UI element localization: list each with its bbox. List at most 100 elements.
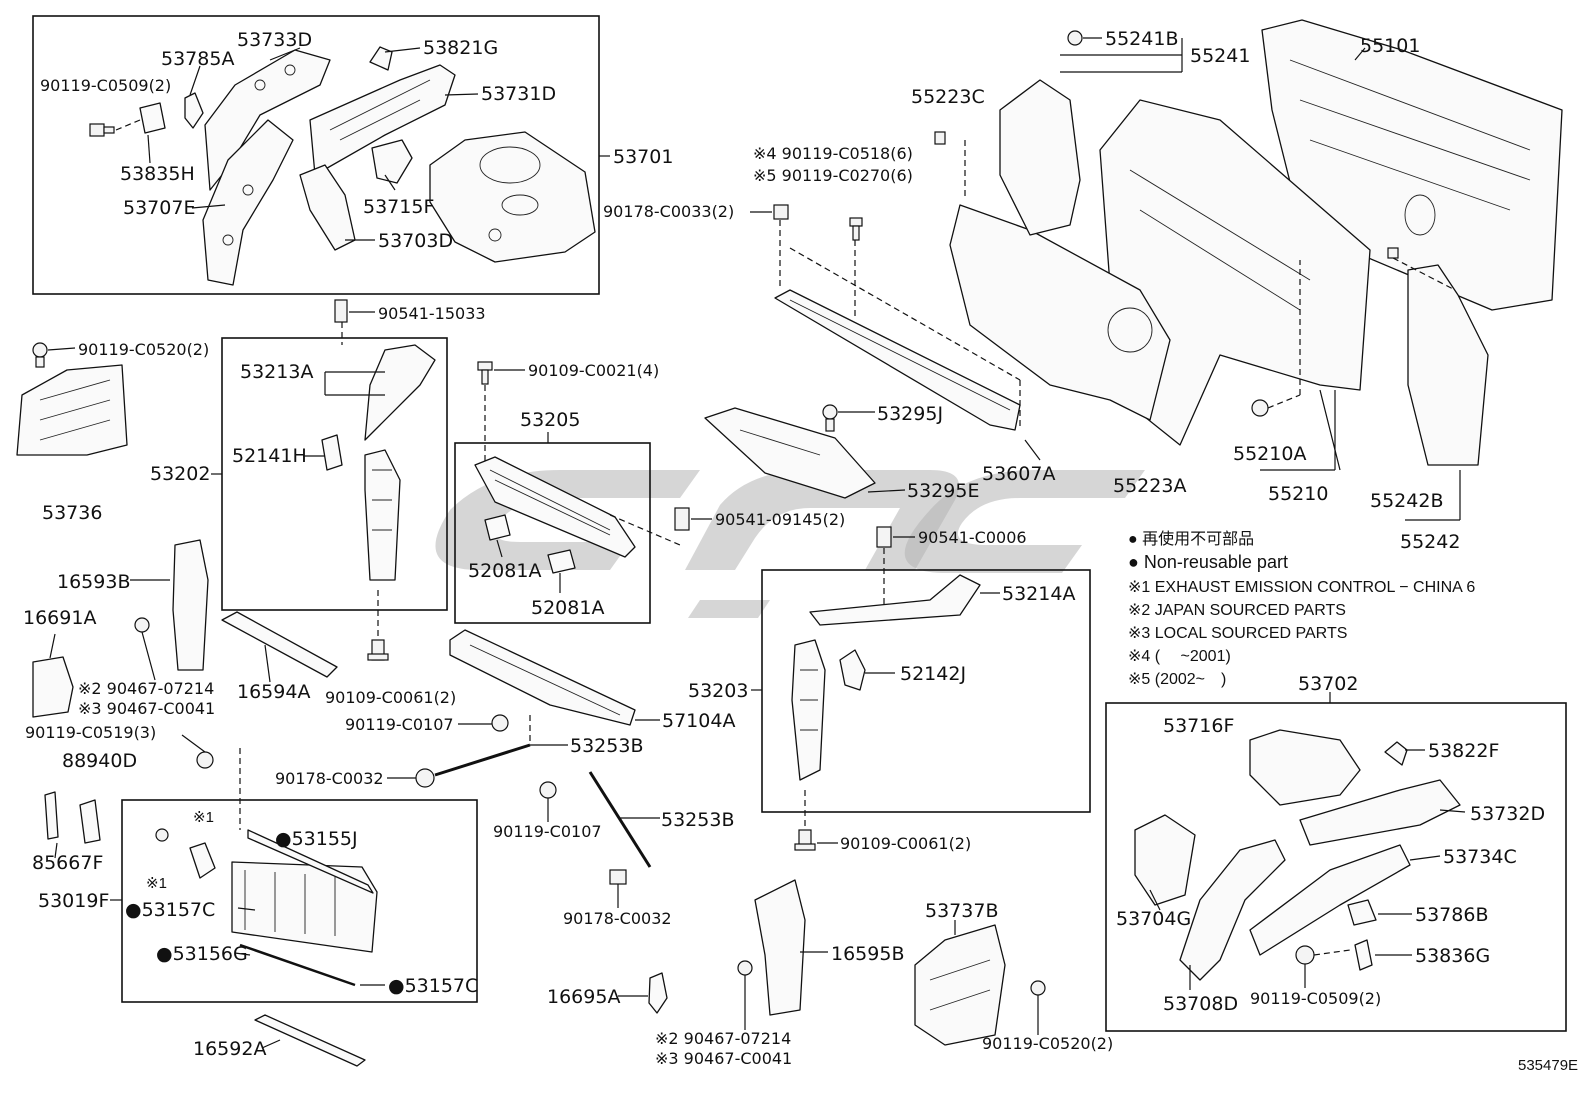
part-53202-pillar[interactable] [364, 449, 401, 581]
bolt-90119-C0107-2[interactable] [539, 781, 557, 799]
label-53702[interactable]: 53702 [1298, 673, 1358, 695]
part-55241[interactable] [999, 79, 1081, 236]
part-53732D[interactable] [1299, 779, 1461, 846]
part-53734C[interactable] [1249, 844, 1411, 956]
label-55242[interactable]: 55242 [1400, 531, 1460, 553]
label-53704G[interactable]: 53704G [1116, 908, 1191, 930]
part-16691A[interactable] [32, 656, 74, 718]
part-16593B[interactable] [172, 539, 209, 671]
bolt-53295J[interactable] [822, 404, 838, 432]
label-90109-C0021[interactable]: 90109-C0021(4) [528, 361, 659, 380]
part-53835H[interactable] [139, 102, 166, 134]
label-53205[interactable]: 53205 [520, 409, 580, 431]
part-53716F[interactable] [1249, 729, 1361, 806]
label-53716F[interactable]: 53716F [1163, 715, 1234, 737]
part-16595B[interactable] [754, 879, 806, 1016]
label-90467-C0041-left[interactable]: ※3 90467-C0041 [78, 699, 215, 718]
label-53213A[interactable]: 53213A [240, 361, 313, 383]
label-55241B[interactable]: 55241B [1105, 28, 1178, 50]
label-53785A[interactable]: 53785A [161, 48, 234, 70]
label-53786B[interactable]: 53786B [1415, 904, 1488, 926]
part-53253B-rod-2[interactable] [588, 771, 652, 868]
label-52141H[interactable]: 52141H [232, 445, 307, 467]
label-16595B[interactable]: 16595B [831, 943, 904, 965]
label-90178-C0032-1[interactable]: 90178-C0032 [275, 769, 384, 788]
label-52081A-2[interactable]: 52081A [531, 597, 604, 619]
label-88940D[interactable]: 88940D [62, 750, 137, 772]
label-53157C-2[interactable]: ●53157C [388, 975, 478, 997]
label-53715F[interactable]: 53715F [363, 196, 434, 218]
label-53202[interactable]: 53202 [150, 463, 210, 485]
label-90541-09145[interactable]: 90541-09145(2) [715, 510, 845, 529]
label-53703D[interactable]: 53703D [378, 230, 453, 252]
part-53214A[interactable] [809, 574, 981, 626]
part-16594A[interactable] [221, 611, 338, 678]
label-53822F[interactable]: 53822F [1428, 740, 1499, 762]
bolt-90541-C0006[interactable] [876, 526, 892, 548]
part-53822F[interactable] [1384, 741, 1408, 766]
part-52142J[interactable] [839, 649, 866, 691]
part-53707E[interactable] [202, 119, 294, 286]
bolt-note1[interactable] [155, 828, 169, 842]
part-88940D[interactable] [79, 799, 101, 844]
label-55210[interactable]: 55210 [1268, 483, 1328, 505]
bolt-90178-C0032-1[interactable] [415, 768, 435, 788]
part-53607A[interactable] [774, 289, 1021, 431]
part-52081A-2[interactable] [547, 549, 576, 574]
bolt-90119-C0520-left[interactable] [32, 342, 48, 368]
label-16593B[interactable]: 16593B [57, 571, 130, 593]
label-53295E[interactable]: 53295E [907, 480, 979, 502]
part-55223B[interactable] [949, 204, 1171, 421]
bolt-90178-C0032-2[interactable] [609, 869, 627, 885]
label-90467-07214-bot[interactable]: ※2 90467-07214 [655, 1029, 791, 1048]
label-55101[interactable]: 55101 [1360, 35, 1420, 57]
label-52142J[interactable]: 52142J [900, 663, 966, 685]
label-55241[interactable]: 55241 [1190, 45, 1250, 67]
label-53736[interactable]: 53736 [42, 502, 102, 524]
label-90467-07214-left[interactable]: ※2 90467-07214 [78, 679, 214, 698]
label-53157C-1[interactable]: ●53157C [125, 899, 215, 921]
label-90178-C0033[interactable]: 90178-C0033(2) [603, 202, 734, 221]
label-57104A[interactable]: 57104A [662, 710, 735, 732]
bolt-90467-07214-left[interactable] [134, 617, 150, 633]
bolt-90109-C0061-left[interactable] [367, 639, 389, 661]
label-90109-C0061-right[interactable]: 90109-C0061(2) [840, 834, 971, 853]
label-55223A[interactable]: 55223A [1113, 475, 1186, 497]
part-53155J[interactable] [247, 829, 374, 894]
part-16695A[interactable] [648, 972, 668, 1014]
bolt-90467-07214-bot[interactable] [737, 960, 753, 976]
label-90119-C0107-1[interactable]: 90119-C0107 [345, 715, 454, 734]
bolt-55210A[interactable] [1251, 399, 1269, 417]
label-55223C[interactable]: 55223C [911, 86, 985, 108]
part-53708D[interactable] [1179, 839, 1286, 981]
label-90119-C0270[interactable]: ※5 90119-C0270(6) [753, 166, 913, 185]
part-53786B[interactable] [1347, 899, 1377, 926]
label-53732D[interactable]: 53732D [1470, 803, 1545, 825]
part-55242[interactable] [1407, 264, 1489, 466]
part-53733D[interactable] [204, 49, 331, 191]
label-90119-C0107-2[interactable]: 90119-C0107 [493, 822, 602, 841]
part-53156G[interactable] [239, 943, 356, 987]
bolt-55223C[interactable] [934, 131, 946, 145]
label-16695A[interactable]: 16695A [547, 986, 620, 1008]
label-90541-15033[interactable]: 90541-15033 [378, 304, 486, 323]
label-90119-C0509-top[interactable]: 90119-C0509(2) [40, 76, 171, 95]
part-53736[interactable] [16, 364, 128, 456]
label-90119-C0520-left[interactable]: 90119-C0520(2) [78, 340, 209, 359]
label-53836G[interactable]: 53836G [1415, 945, 1490, 967]
part-apron-53701[interactable] [429, 131, 596, 263]
label-16592A[interactable]: 16592A [193, 1038, 266, 1060]
part-53737B[interactable] [914, 924, 1006, 1046]
part-53715F[interactable] [371, 139, 413, 184]
part-53785A[interactable] [184, 92, 204, 129]
label-53734C[interactable]: 53734C [1443, 846, 1517, 868]
bolt-90119-C0509-right[interactable] [1295, 945, 1315, 965]
label-52081A-1[interactable]: 52081A [468, 560, 541, 582]
label-53733D[interactable]: 53733D [237, 29, 312, 51]
label-55242B[interactable]: 55242B [1370, 490, 1443, 512]
label-90119-C0519[interactable]: 90119-C0519(3) [25, 723, 156, 742]
part-57104A[interactable] [449, 629, 636, 726]
label-90541-C0006[interactable]: 90541-C0006 [918, 528, 1027, 547]
part-52081A-1[interactable] [484, 514, 511, 541]
label-16594A[interactable]: 16594A [237, 681, 310, 703]
